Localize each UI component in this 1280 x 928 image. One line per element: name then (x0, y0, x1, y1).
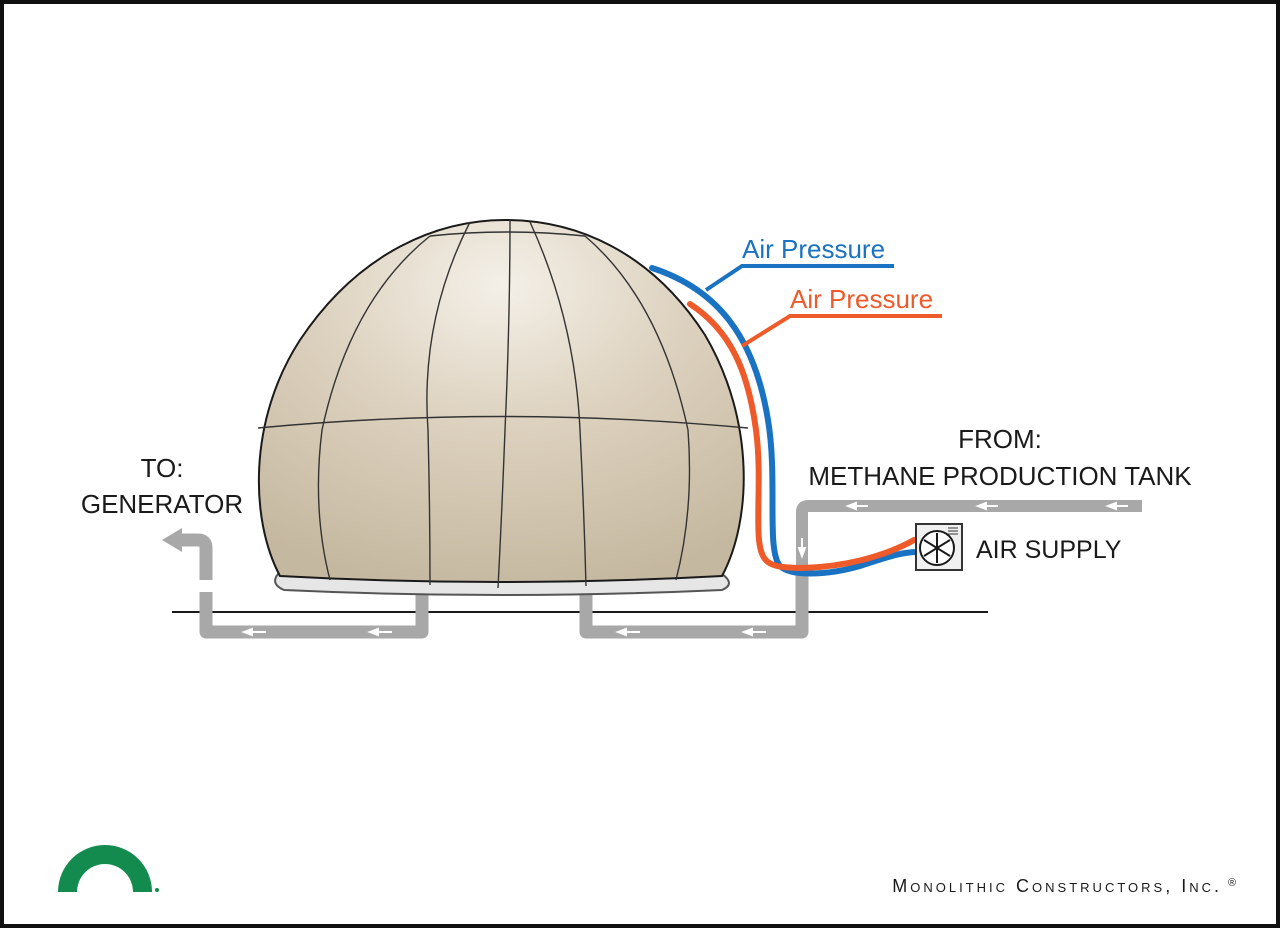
leader-line-blue (704, 264, 894, 292)
label-from: FROM: (958, 424, 1042, 454)
pipe-left-loop (199, 590, 429, 639)
dome-seams (257, 219, 749, 589)
label-methane-production-tank: METHANE PRODUCTION TANK (808, 461, 1192, 491)
leader-line-orange (740, 314, 942, 348)
fan-icon (915, 523, 963, 571)
arrow-to-generator (162, 528, 182, 552)
pipe-from-methane-tank (796, 500, 1142, 580)
label-to: TO: (141, 453, 184, 483)
dome-logo-icon (58, 845, 159, 892)
label-air-pressure-orange: Air Pressure (790, 284, 933, 314)
pipe-right-loop (579, 572, 809, 639)
registered-mark: ® (1228, 877, 1236, 889)
label-generator: GENERATOR (81, 489, 243, 519)
company-name: Monolithic Constructors, Inc. (892, 876, 1222, 896)
label-air-pressure-blue: Air Pressure (742, 234, 885, 264)
underground-pipes (199, 572, 809, 639)
air-hose-orange (687, 301, 917, 571)
flow-arrows-underground (241, 627, 766, 637)
label-air-supply: AIR SUPPLY (976, 536, 1122, 564)
flow-arrows-top (797, 501, 1128, 559)
pipe-to-generator (180, 533, 213, 580)
dome (257, 218, 745, 583)
air-hose-blue (649, 265, 921, 577)
